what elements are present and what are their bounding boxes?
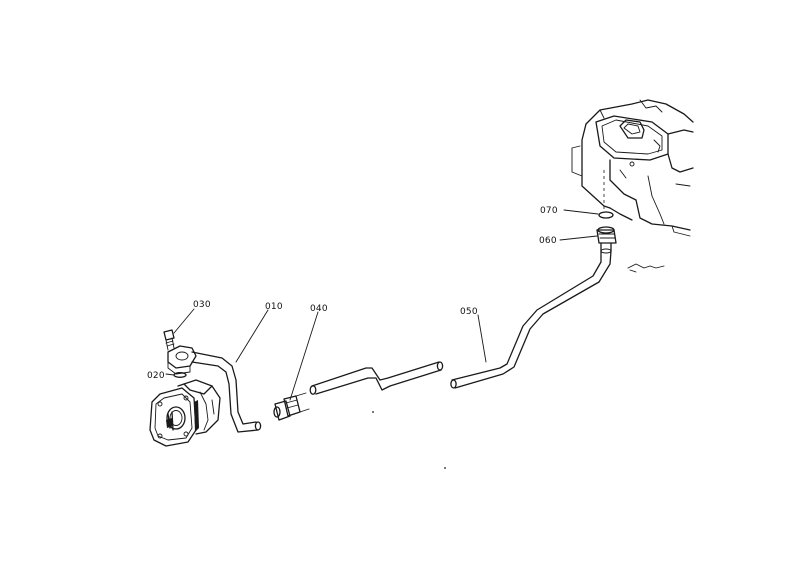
stray-dot (372, 411, 374, 413)
hose-joint-040 (273, 392, 310, 421)
callout-050: 050 (460, 307, 478, 317)
leader-lines (165, 209, 599, 401)
callout-060: 060 (539, 236, 557, 246)
hydraulic-pump (149, 379, 221, 447)
callout-010: 010 (265, 302, 283, 312)
transmission-case (571, 99, 694, 273)
o-ring-070 (598, 211, 614, 219)
pipe-050 (450, 250, 612, 389)
stray-dot (444, 467, 446, 469)
callout-070: 070 (540, 206, 558, 216)
fitting-060 (596, 226, 617, 254)
flange (167, 345, 197, 375)
callout-030: 030 (193, 300, 211, 310)
pipe-middle (309, 361, 444, 395)
bolt-030 (163, 329, 175, 351)
callout-040: 040 (310, 304, 328, 314)
callout-020: 020 (147, 371, 165, 381)
pipe-010 (191, 351, 262, 433)
